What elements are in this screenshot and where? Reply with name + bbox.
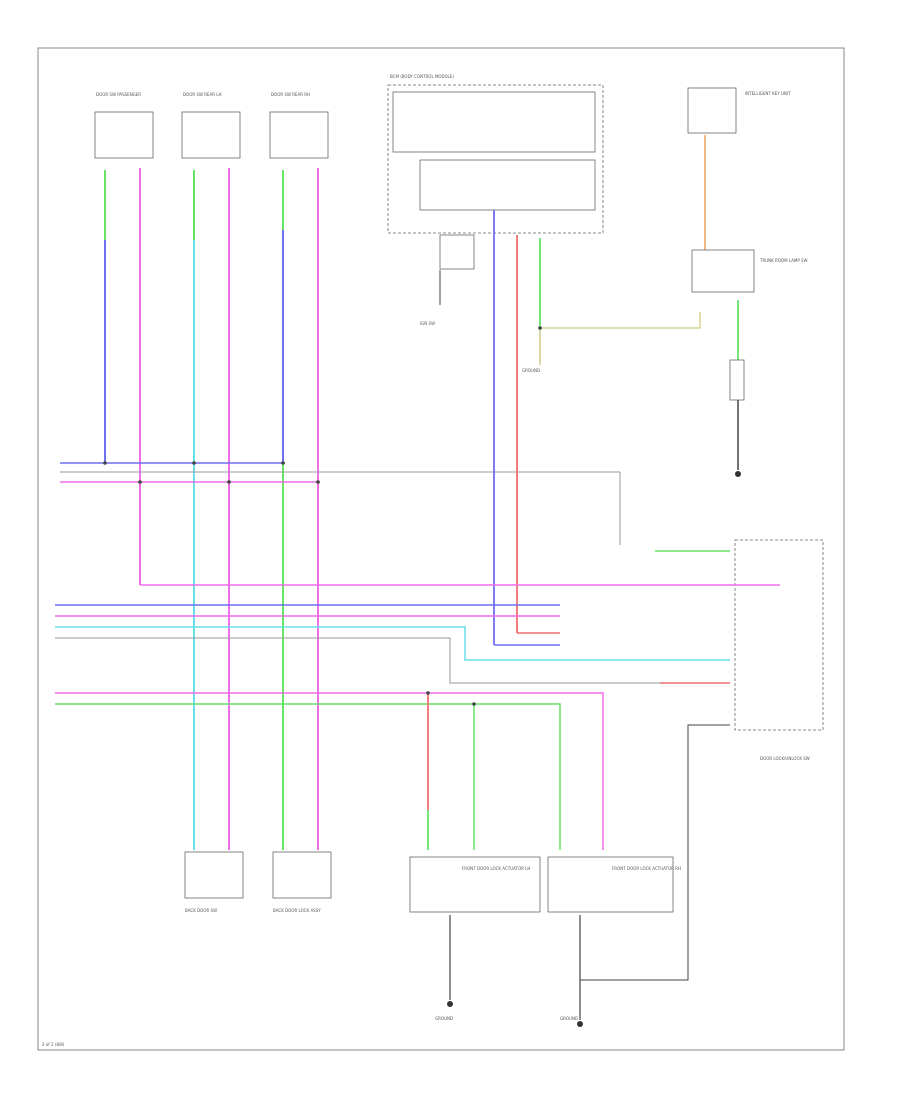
door-switch-left: DOOR SW PASSENGER bbox=[94, 92, 154, 159]
bus-gray-mid bbox=[55, 637, 730, 684]
bus-green-low bbox=[55, 703, 561, 850]
door-switch-left-label: DOOR SW PASSENGER bbox=[96, 92, 141, 97]
door-switch-right-label: DOOR SW REAR RH bbox=[271, 92, 310, 97]
front-door-lock-lh-label: FRONT DOOR LOCK ACTUATOR LH bbox=[462, 866, 530, 871]
ground-right-label: GROUND bbox=[560, 1016, 578, 1021]
ignition-switch: IGN SW bbox=[420, 234, 475, 326]
back-door-sw-right-label: BACK DOOR LOCK ASSY bbox=[273, 908, 321, 913]
bcm-label: BCM (BODY CONTROL MODULE) bbox=[390, 74, 454, 79]
intelligent-key-unit: INTELLIGENT KEY UNIT bbox=[687, 87, 791, 134]
trunk-switch-label: TRUNK ROOM LAMP SW bbox=[759, 258, 808, 263]
ground-left bbox=[447, 1001, 453, 1007]
intelligent-key-label: INTELLIGENT KEY UNIT bbox=[745, 91, 791, 96]
front-door-lock-lh: FRONT DOOR LOCK ACTUATOR LH bbox=[409, 856, 541, 913]
bus-cyan-mid bbox=[55, 626, 730, 661]
back-door-switch-left: BACK DOOR SW bbox=[184, 851, 244, 913]
door-switch-right: DOOR SW REAR RH bbox=[269, 92, 329, 159]
door-switch-mid-label: DOOR SW REAR LH bbox=[183, 92, 222, 97]
ground-right-top bbox=[735, 471, 741, 477]
ignition-label: IGN SW bbox=[420, 321, 435, 326]
front-door-lock-rh: FRONT DOOR LOCK ACTUATOR RH bbox=[547, 856, 681, 913]
wire-black-switch bbox=[580, 724, 730, 981]
back-door-switch-right: BACK DOOR LOCK ASSY bbox=[272, 851, 332, 913]
junction-dots bbox=[103, 326, 542, 706]
ground-mid-label: GROUND bbox=[522, 368, 540, 373]
bus-pink-low bbox=[55, 692, 604, 850]
trunk-switch: TRUNK ROOM LAMP SW bbox=[691, 249, 808, 293]
bcm-block: BCM (BODY CONTROL MODULE) bbox=[387, 74, 604, 234]
back-door-sw-left-label: BACK DOOR SW bbox=[185, 908, 217, 913]
diagram-frame bbox=[37, 47, 845, 1051]
ground-bottom-right bbox=[577, 1021, 583, 1027]
ground-left-label: GROUND bbox=[435, 1016, 453, 1021]
corner-label: 2 of 2 (8/8) bbox=[42, 1042, 65, 1047]
door-lock-control-switch: DOOR LOCK/UNLOCK SW bbox=[734, 539, 824, 761]
door-switch-mid: DOOR SW REAR LH bbox=[181, 92, 241, 159]
connector-right bbox=[729, 359, 745, 401]
wire-tan-cross bbox=[540, 312, 701, 329]
door-lock-ctrl-label: DOOR LOCK/UNLOCK SW bbox=[760, 756, 810, 761]
front-door-lock-rh-label: FRONT DOOR LOCK ACTUATOR RH bbox=[612, 866, 681, 871]
